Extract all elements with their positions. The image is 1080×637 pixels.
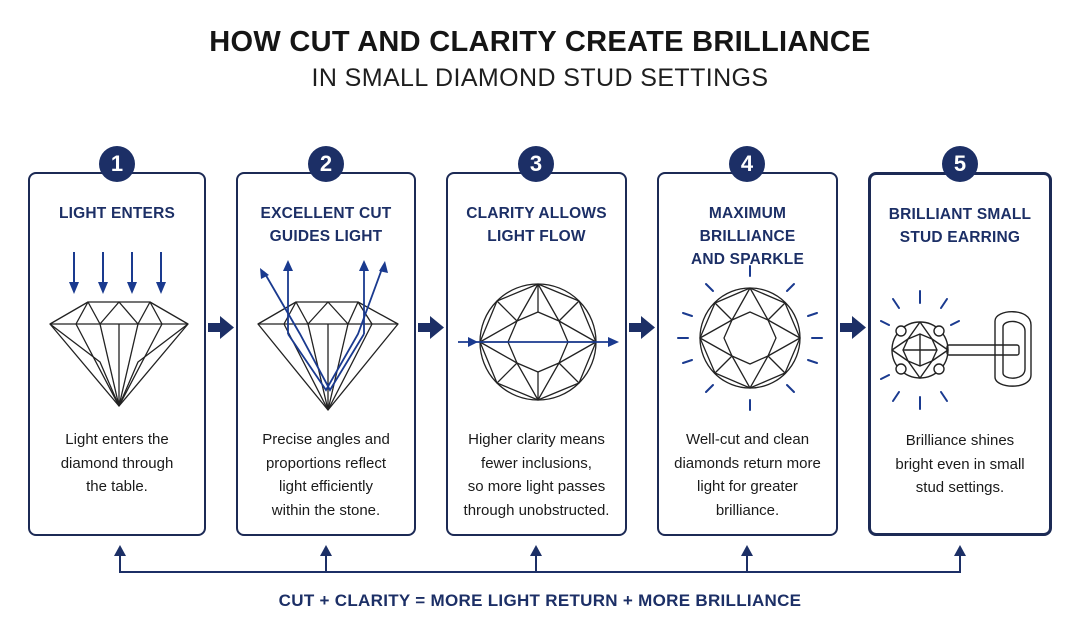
step-heading: CLARITY ALLOWS LIGHT FLOW [466,205,607,245]
summary-equation: CUT + CLARITY = MORE LIGHT RETURN + MORE… [278,591,802,610]
step-heading: EXCELLENT CUT GUIDES LIGHT [260,205,392,245]
step-number-badge-5: 5 [942,146,978,182]
light-entering-diamond-icon [49,252,189,407]
up-arrow-icon [114,545,966,556]
step-number-badge-4: 4 [729,146,765,182]
step-description: Precise angles and proportions reflect l… [262,431,390,519]
step-description: Brilliance shines bright even in small s… [895,432,1025,496]
page-title: HOW CUT AND CLARITY CREATE BRILLIANCE [209,26,871,58]
step-card-5: BRILLIANT SMALL STUD EARRING [868,172,1052,536]
step-card-4: MAXIMUM BRILLIANCE AND SPARKLE [657,172,838,536]
step-number-badge-3: 3 [518,146,554,182]
step-number-badge-1: 1 [99,146,135,182]
light-reflection-diamond-icon [257,260,399,411]
step-description: Higher clarity means fewer inclusions, s… [463,431,610,519]
step-card-2: EXCELLENT CUT GUIDES LIGHT Precise ang [236,172,416,536]
sparkling-diamond-icon [677,265,823,411]
step-heading: LIGHT ENTERS [58,205,176,222]
step-card-3: CLARITY ALLOWS LIGHT FLOW Higher clarity… [446,172,627,536]
step-number-badge-2: 2 [308,146,344,182]
step-description: Light enters the diamond through the tab… [60,431,174,495]
clear-diamond-light-flow-icon [458,283,619,401]
page-subtitle: IN SMALL DIAMOND STUD SETTINGS [311,64,769,92]
step-heading: MAXIMUM BRILLIANCE AND SPARKLE [690,205,804,268]
step-card-1: LIGHT ENTERS Light enters the diamond th… [28,172,206,536]
step-description: Well-cut and clean diamonds return more … [674,431,821,519]
stud-earring-icon [880,290,1032,410]
step-heading: BRILLIANT SMALL STUD EARRING [888,206,1032,246]
